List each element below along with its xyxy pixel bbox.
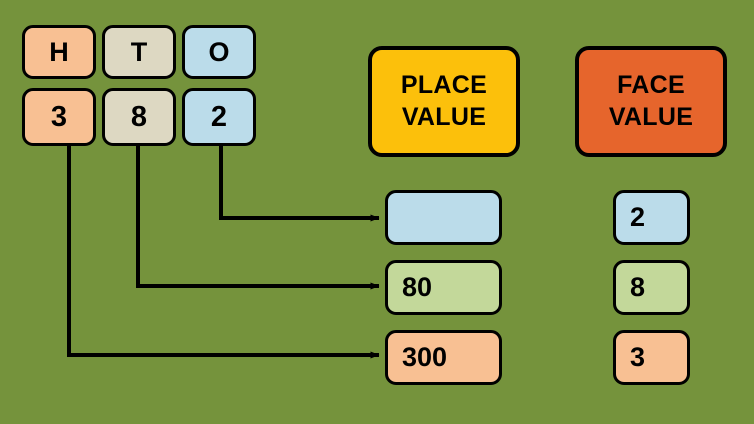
digit-cell-hundreds-value: 3	[50, 100, 68, 133]
column-header-ones: O	[182, 25, 256, 79]
place-value-banner-line1: PLACE	[400, 71, 488, 99]
face-value-box-tens[interactable]: 8	[613, 260, 690, 315]
column-header-tens: T	[102, 25, 176, 79]
face-value-box-tens-value: 8	[630, 272, 646, 302]
digit-cell-hundreds[interactable]: 3	[22, 88, 96, 146]
place-value-box-hundreds[interactable]: 300	[385, 330, 502, 385]
place-value-box-hundreds-value: 300	[402, 342, 448, 372]
place-value-box-tens[interactable]: 80	[385, 260, 502, 315]
connector-hundreds	[67, 146, 380, 359]
connector-tens	[136, 146, 380, 290]
column-header-ones-label: O	[208, 36, 230, 67]
face-value-banner-line2: VALUE	[608, 103, 694, 131]
digit-cell-ones-value: 2	[210, 100, 228, 133]
place-value-banner-line2: VALUE	[401, 103, 487, 131]
face-value-box-hundreds-value: 3	[630, 342, 646, 372]
face-value-banner: FACE VALUE	[575, 46, 727, 157]
place-value-banner: PLACE VALUE	[368, 46, 520, 157]
place-value-box-tens-value: 80	[402, 272, 433, 302]
column-header-tens-label: T	[130, 36, 148, 67]
digit-cell-tens[interactable]: 8	[102, 88, 176, 146]
place-value-box-ones[interactable]	[385, 190, 502, 245]
column-header-hundreds-label: H	[49, 36, 69, 67]
face-value-banner-line1: FACE	[617, 71, 685, 99]
column-header-hundreds: H	[22, 25, 96, 79]
face-value-box-ones-value: 2	[630, 202, 646, 232]
digit-cell-tens-value: 8	[130, 100, 148, 133]
face-value-box-hundreds[interactable]: 3	[613, 330, 690, 385]
connector-ones	[219, 146, 380, 222]
face-value-box-ones[interactable]: 2	[613, 190, 690, 245]
digit-cell-ones[interactable]: 2	[182, 88, 256, 146]
